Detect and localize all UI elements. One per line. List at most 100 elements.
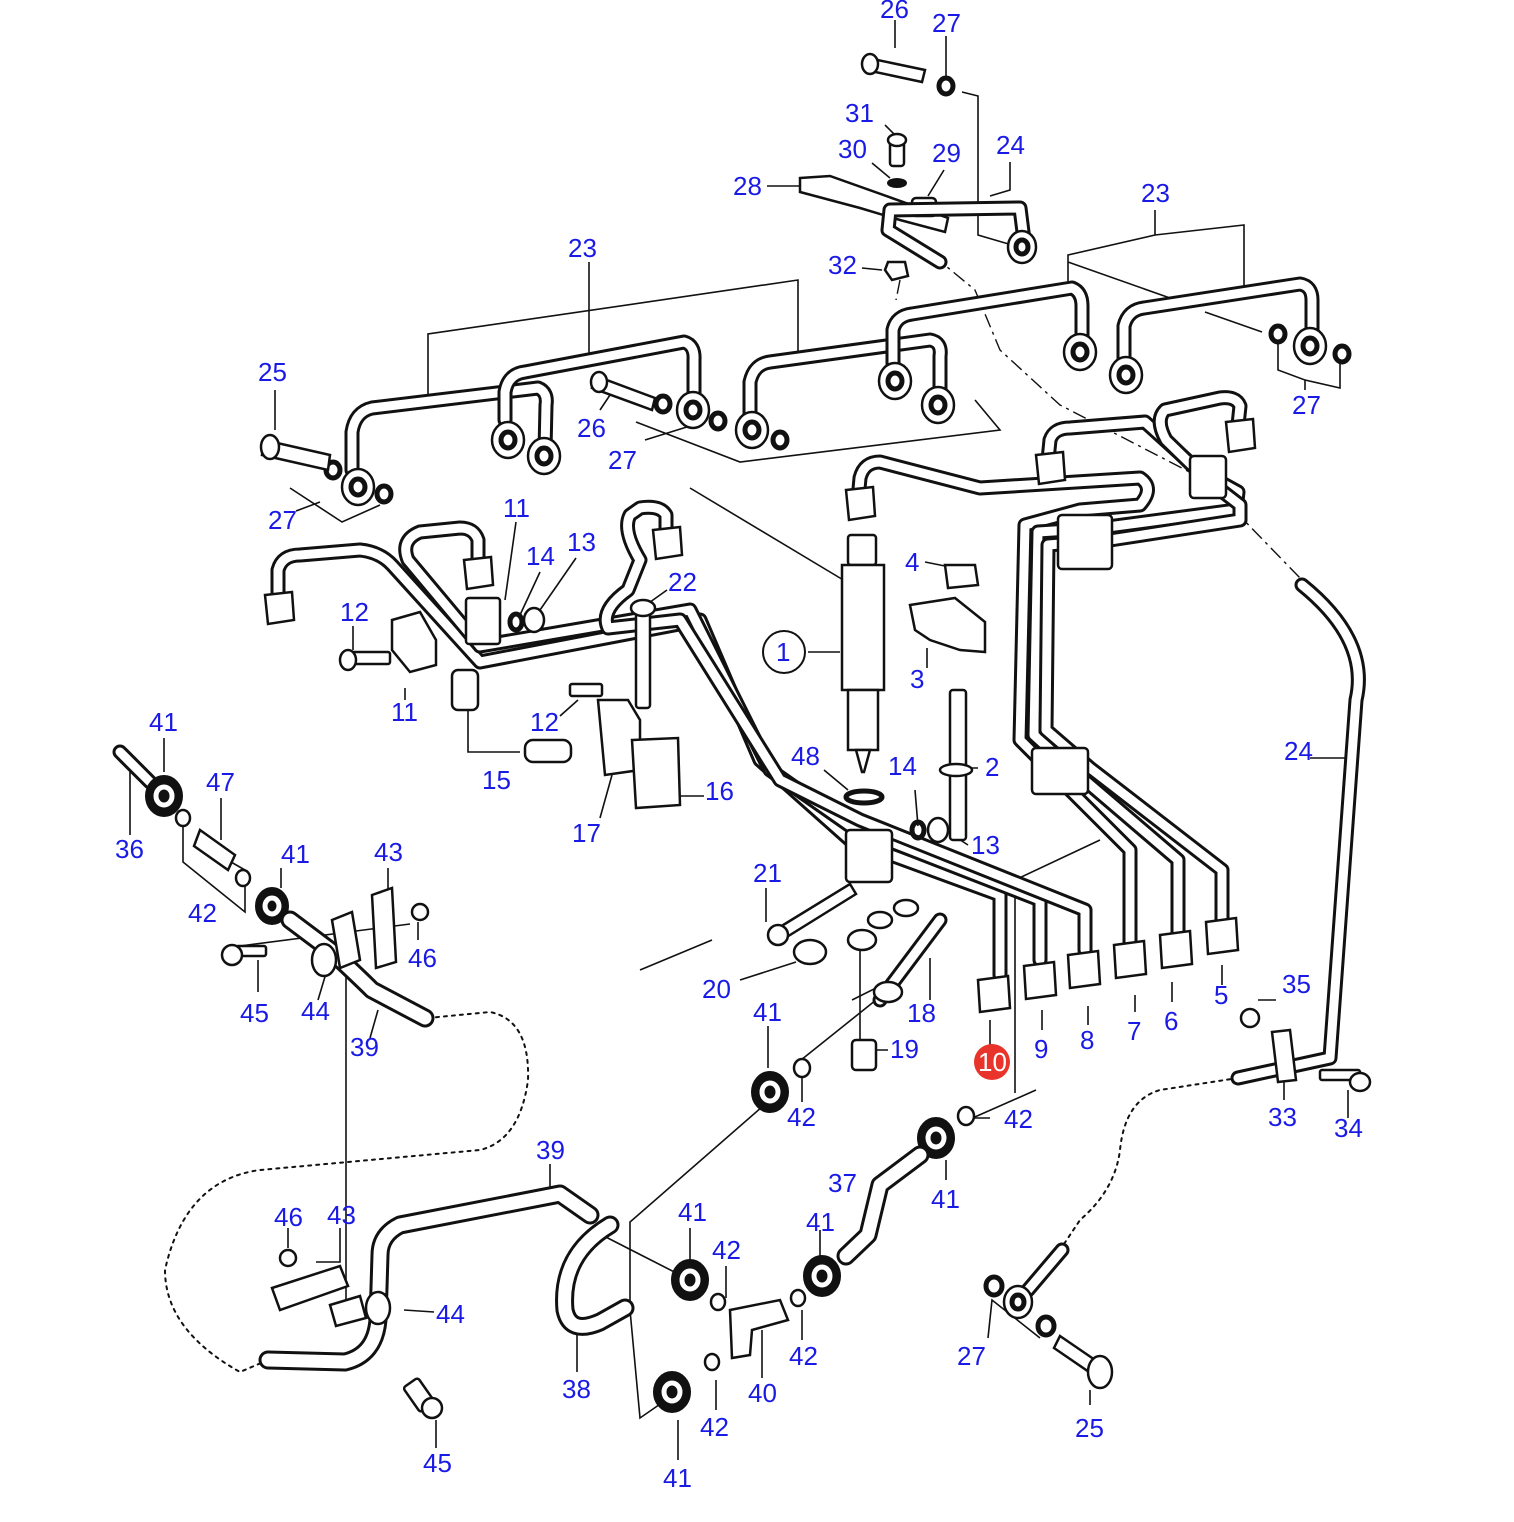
pipe-clamp-small [1188, 454, 1228, 500]
callout-40: 40 [748, 1378, 777, 1408]
nut-41b [255, 887, 289, 925]
callout-42: 42 [789, 1341, 818, 1371]
dotted-continuations [163, 1010, 1239, 1374]
callout-17: 17 [572, 818, 601, 848]
callout-25: 25 [258, 357, 287, 387]
callout-44: 44 [436, 1299, 465, 1329]
callout-7: 7 [1127, 1016, 1141, 1046]
sleeve-15a [450, 668, 480, 712]
callout-46: 46 [408, 943, 437, 973]
nut-46a [410, 902, 430, 922]
callout-25: 25 [1075, 1413, 1104, 1443]
callout-13: 13 [971, 830, 1000, 860]
pipe-clamp-block-top [1056, 513, 1114, 571]
callout-13: 13 [567, 527, 596, 557]
callout-41: 41 [931, 1184, 960, 1214]
callout-31: 31 [845, 98, 874, 128]
callout-35: 35 [1282, 969, 1311, 999]
callout-1-circle [762, 630, 806, 674]
callout-5: 5 [1214, 980, 1228, 1010]
bracket-28 [798, 174, 950, 234]
tee-40 [728, 1298, 790, 1360]
plate-43b [270, 1264, 350, 1312]
callout-41: 41 [678, 1197, 707, 1227]
nut-13a [522, 606, 546, 634]
callout-23: 23 [568, 233, 597, 263]
o-ring-48 [843, 788, 885, 806]
callout-23: 23 [1141, 178, 1170, 208]
callout-24: 24 [996, 130, 1025, 160]
clamp-3 [908, 596, 987, 654]
callout-42: 42 [700, 1412, 729, 1442]
nut-20 [792, 938, 828, 966]
clip-33 [1270, 1028, 1298, 1084]
callout-14: 14 [526, 541, 555, 571]
callout-27: 27 [957, 1341, 986, 1371]
clamps-and-bolts [338, 598, 858, 966]
bolt-22 [634, 606, 652, 710]
banjo-eyes [340, 326, 1328, 507]
nut-41g [653, 1371, 691, 1413]
callout-45: 45 [240, 998, 269, 1028]
callout-18: 18 [907, 998, 936, 1028]
callout-37: 37 [828, 1168, 857, 1198]
callout-34: 34 [1334, 1113, 1363, 1143]
sealing-washers [323, 323, 1352, 505]
callout-27: 27 [608, 445, 637, 475]
sleeve-15b [523, 738, 573, 764]
callout-32: 32 [828, 250, 857, 280]
leak-off-pipes [259, 276, 1352, 507]
callout-41: 41 [753, 997, 782, 1027]
nut-32 [883, 260, 910, 282]
callout-19: 19 [890, 1034, 919, 1064]
callout-42: 42 [787, 1102, 816, 1132]
callout-27: 27 [268, 505, 297, 535]
lower-hose-assembly [258, 1057, 976, 1420]
clip-44b [364, 1290, 392, 1326]
callout-36: 36 [115, 834, 144, 864]
callout-3: 3 [910, 664, 924, 694]
callout-41: 41 [806, 1207, 835, 1237]
clamp-11b [390, 610, 438, 674]
pipe-nuts [263, 417, 1257, 1014]
callout-14: 14 [888, 751, 917, 781]
nut-41e [803, 1255, 841, 1297]
callout-12: 12 [530, 707, 559, 737]
callout-39: 39 [536, 1135, 565, 1165]
callout-11: 11 [391, 697, 418, 727]
nut-41c [751, 1071, 789, 1113]
callout-16: 16 [705, 776, 734, 806]
injection-pipes [263, 390, 1257, 1014]
return-manifold [846, 898, 948, 1072]
callout-43: 43 [327, 1200, 356, 1230]
callout-47: 47 [206, 767, 235, 797]
callout-6: 6 [1164, 1006, 1178, 1036]
callout-26: 26 [880, 0, 909, 24]
clamp-11a [464, 596, 502, 646]
callout-28: 28 [733, 171, 762, 201]
nut-41f [671, 1259, 709, 1301]
banjo-24 [1006, 229, 1038, 265]
injector-1 [840, 533, 886, 806]
callout-4: 4 [905, 547, 919, 577]
callout-41: 41 [281, 839, 310, 869]
callout-8: 8 [1080, 1025, 1094, 1055]
callout-42: 42 [188, 898, 217, 928]
plate-43a [370, 886, 398, 970]
callout-labels: 26 27 31 30 29 24 28 23 32 23 25 26 27 2… [115, 0, 1363, 1493]
injector-clamp [908, 563, 987, 844]
callout-41: 41 [663, 1463, 692, 1493]
callout-43: 43 [374, 837, 403, 867]
callout-22: 22 [668, 567, 697, 597]
washer-14a [507, 611, 525, 633]
callout-44: 44 [301, 996, 330, 1026]
callout-27: 27 [932, 8, 961, 38]
pipe-clamp-block-18 [844, 828, 894, 884]
nut-4 [943, 563, 980, 590]
callout-27: 27 [1292, 390, 1321, 420]
callout-48: 48 [791, 741, 820, 771]
nut-46b [278, 1248, 298, 1268]
washer-30 [887, 178, 907, 188]
callout-9: 9 [1034, 1034, 1048, 1064]
return-fitting-top [798, 52, 1038, 282]
